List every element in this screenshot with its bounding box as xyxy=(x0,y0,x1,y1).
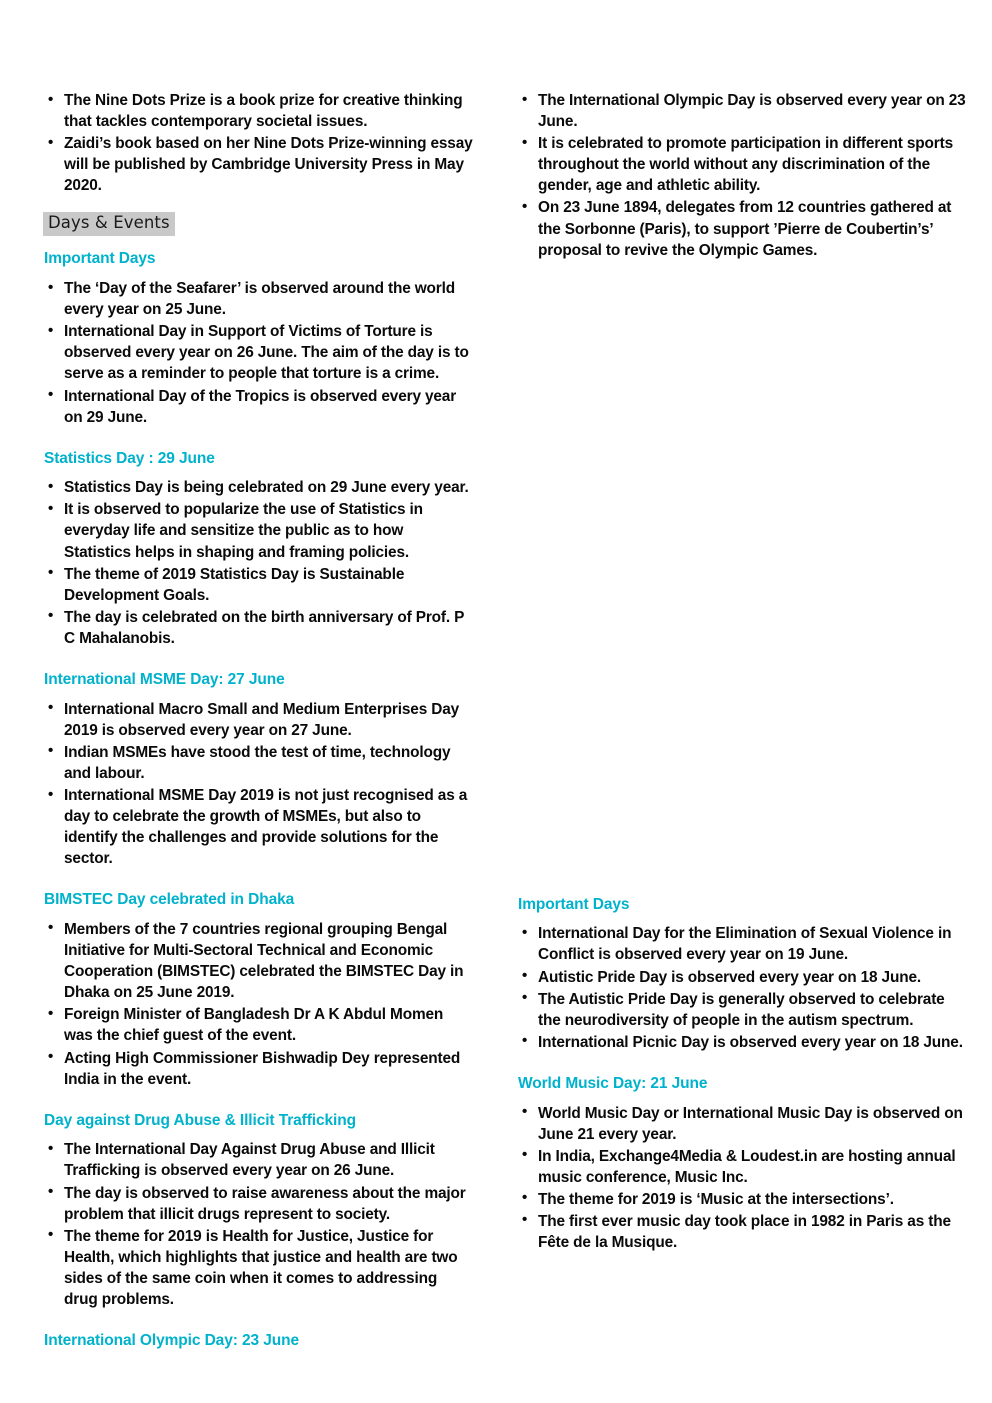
subsection-heading-important-days-right: Important Days xyxy=(518,895,630,913)
list-item: The ‘Day of the Seafarer’ is observed ar… xyxy=(42,278,474,320)
list-item: It is celebrated to promote participatio… xyxy=(516,133,966,196)
list-item: Autistic Pride Day is observed every yea… xyxy=(516,966,966,988)
list-item: In India, Exchange4Media & Loudest.in ar… xyxy=(516,1145,966,1188)
list-item: On 23 June 1894, delegates from 12 count… xyxy=(516,197,966,260)
list-item: International Macro Small and Medium Ent… xyxy=(42,698,474,741)
bullet-list-statistics-day: Statistics Day is being celebrated on 29… xyxy=(42,477,474,649)
subsection-heading-important-days: Important Days xyxy=(44,250,156,268)
list-item: Zaidi’s book based on her Nine Dots Priz… xyxy=(42,133,474,196)
bullet-list-day-against-drug-abuse: The International Day Against Drug Abuse… xyxy=(42,1139,474,1310)
bullet-list-international-msme-day: International Macro Small and Medium Ent… xyxy=(42,698,474,870)
subsection-heading-international-olympic-day: International Olympic Day: 23 June xyxy=(44,1332,300,1350)
subsection-heading-day-against-drug-abuse: Day against Drug Abuse & Illicit Traffic… xyxy=(44,1111,356,1129)
list-item: International Day in Support of Victims … xyxy=(42,321,474,384)
list-item: The International Day Against Drug Abuse… xyxy=(42,1139,474,1181)
list-item: International Day of the Tropics is obse… xyxy=(42,385,474,428)
list-item: The Autistic Pride Day is generally obse… xyxy=(516,988,966,1031)
subsection-heading-international-msme-day: International MSME Day: 27 June xyxy=(44,671,285,689)
list-item: Foreign Minister of Bangladesh Dr A K Ab… xyxy=(42,1004,474,1046)
list-item: Indian MSMEs have stood the test of time… xyxy=(42,741,474,784)
subsection-heading-bimstec-day: BIMSTEC Day celebrated in Dhaka xyxy=(44,891,295,909)
list-item: The theme of 2019 Statistics Day is Sust… xyxy=(42,563,474,606)
list-item: World Music Day or International Music D… xyxy=(516,1102,966,1145)
list-item: International Day for the Elimination of… xyxy=(516,923,966,965)
left-column: The Nine Dots Prize is a book prize for … xyxy=(42,89,474,1360)
column-vertical-gap xyxy=(516,262,966,882)
list-item: The first ever music day took place in 1… xyxy=(516,1210,966,1253)
list-item: International Picnic Day is observed eve… xyxy=(516,1031,966,1053)
bullet-list-important-days: The ‘Day of the Seafarer’ is observed ar… xyxy=(42,278,474,428)
list-item: The theme for 2019 is ‘Music at the inte… xyxy=(516,1188,966,1210)
list-item: International MSME Day 2019 is not just … xyxy=(42,784,474,869)
bullet-list-world-music-day: World Music Day or International Music D… xyxy=(516,1102,966,1254)
list-item: The day is celebrated on the birth anniv… xyxy=(42,606,474,649)
list-item: Acting High Commissioner Bishwadip Dey r… xyxy=(42,1047,474,1090)
section-title-wrapper: Days & Events xyxy=(42,212,474,237)
list-item: It is observed to popularize the use of … xyxy=(42,499,474,562)
subsection-heading-world-music-day: World Music Day: 21 June xyxy=(518,1074,708,1092)
subsection-heading-statistics-day: Statistics Day : 29 June xyxy=(44,449,215,467)
list-item: The International Olympic Day is observe… xyxy=(516,89,966,132)
section-title-days-and-events: Days & Events xyxy=(43,212,175,237)
bullet-list-bimstec-day: Members of the 7 countries regional grou… xyxy=(42,918,474,1090)
list-item: Statistics Day is being celebrated on 29… xyxy=(42,477,474,498)
list-item: The day is observed to raise awareness a… xyxy=(42,1182,474,1225)
right-column: The International Olympic Day is observe… xyxy=(516,89,966,1254)
list-item: The theme for 2019 is Health for Justice… xyxy=(42,1225,474,1310)
bullet-list-important-days-right: International Day for the Elimination of… xyxy=(516,923,966,1053)
right-top-bullet-list-olympic-day: The International Olympic Day is observe… xyxy=(516,89,966,261)
left-top-bullet-list: The Nine Dots Prize is a book prize for … xyxy=(42,89,474,196)
list-item: Members of the 7 countries regional grou… xyxy=(42,918,474,1003)
list-item: The Nine Dots Prize is a book prize for … xyxy=(42,89,474,132)
